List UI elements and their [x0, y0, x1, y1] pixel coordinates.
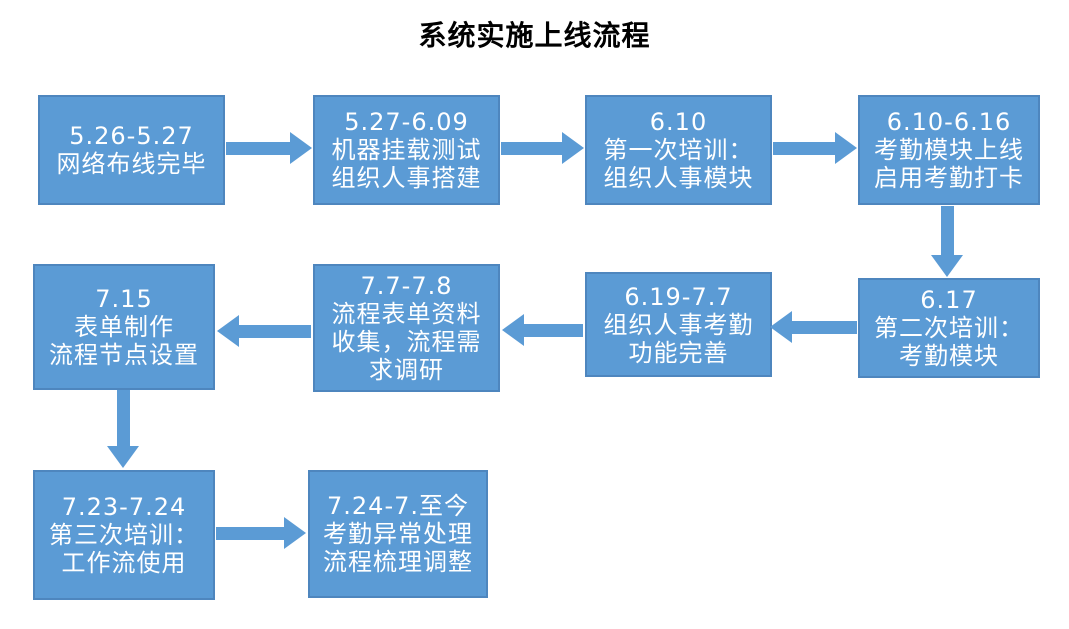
step-date: 6.19-7.7: [624, 282, 733, 311]
step-date: 7.23-7.24: [61, 493, 187, 521]
arrow-shaft: [237, 324, 311, 338]
arrow-step6-to-step7-icon: [502, 314, 583, 346]
arrow-step9-to-step10-icon: [216, 517, 306, 549]
flow-step-3: 6.10 第一次培训： 组织人事模块: [585, 95, 772, 205]
arrow-head: [107, 446, 139, 468]
arrow-head: [835, 132, 857, 164]
step-date: 6.10-6.16: [886, 108, 1012, 136]
step-date: 7.24-7.至今: [327, 492, 469, 520]
flow-step-5: 6.17 第二次培训： 考勤模块: [858, 278, 1040, 378]
arrow-step8-to-step9-icon: [107, 390, 139, 468]
arrow-step4-to-step5-icon: [931, 206, 963, 277]
step-label: 机器挂载测试 组织人事搭建: [331, 136, 482, 192]
flow-step-4: 6.10-6.16 考勤模块上线 启用考勤打卡: [858, 95, 1040, 205]
step-label: 组织人事考勤 功能完善: [603, 310, 754, 367]
arrow-step5-to-step6-icon: [770, 311, 857, 343]
flow-step-9: 7.23-7.24 第三次培训： 工作流使用: [33, 470, 215, 600]
arrow-head: [290, 132, 312, 164]
arrow-shaft: [790, 320, 857, 334]
arrow-shaft: [522, 323, 583, 337]
arrow-head: [931, 255, 963, 277]
arrow-step3-to-step4-icon: [773, 132, 857, 164]
step-label: 第三次培训： 工作流使用: [49, 521, 199, 577]
step-label: 流程表单资料 收集，流程需 求调研: [331, 300, 482, 384]
flow-step-1: 5.26-5.27 网络布线完毕: [38, 95, 225, 205]
step-date: 5.26-5.27: [69, 122, 194, 150]
arrow-shaft: [501, 141, 564, 155]
step-date: 5.27-6.09: [344, 108, 469, 136]
arrow-shaft: [773, 141, 837, 155]
arrow-step7-to-step8-icon: [217, 315, 311, 347]
arrow-shaft: [940, 206, 954, 257]
flow-step-8: 7.15 表单制作 流程节点设置: [33, 264, 215, 390]
step-label: 第一次培训： 组织人事模块: [603, 136, 754, 192]
arrow-head: [217, 315, 239, 347]
flow-step-10: 7.24-7.至今 考勤异常处理 流程梳理调整: [308, 470, 488, 598]
step-label: 考勤异常处理 流程梳理调整: [323, 520, 473, 576]
step-label: 考勤模块上线 启用考勤打卡: [874, 136, 1024, 192]
arrow-head: [770, 311, 792, 343]
step-date: 6.10: [649, 108, 708, 136]
step-label: 表单制作 流程节点设置: [49, 313, 199, 369]
arrow-shaft: [226, 141, 292, 155]
step-label: 第二次培训： 考勤模块: [874, 314, 1024, 370]
arrow-head: [284, 517, 306, 549]
step-label: 网络布线完毕: [56, 150, 207, 178]
arrow-step2-to-step3-icon: [501, 132, 584, 164]
step-date: 7.7-7.8: [360, 272, 453, 300]
flow-step-7: 7.7-7.8 流程表单资料 收集，流程需 求调研: [313, 264, 500, 392]
arrow-shaft: [216, 526, 286, 540]
arrow-step1-to-step2-icon: [226, 132, 312, 164]
arrow-head: [502, 314, 524, 346]
page-title: 系统实施上线流程: [418, 19, 651, 52]
arrow-head: [562, 132, 584, 164]
flow-step-2: 5.27-6.09 机器挂载测试 组织人事搭建: [313, 95, 500, 205]
step-date: 6.17: [920, 286, 978, 314]
flow-step-6: 6.19-7.7 组织人事考勤 功能完善: [585, 272, 772, 377]
arrow-shaft: [116, 390, 130, 448]
step-date: 7.15: [95, 285, 153, 313]
